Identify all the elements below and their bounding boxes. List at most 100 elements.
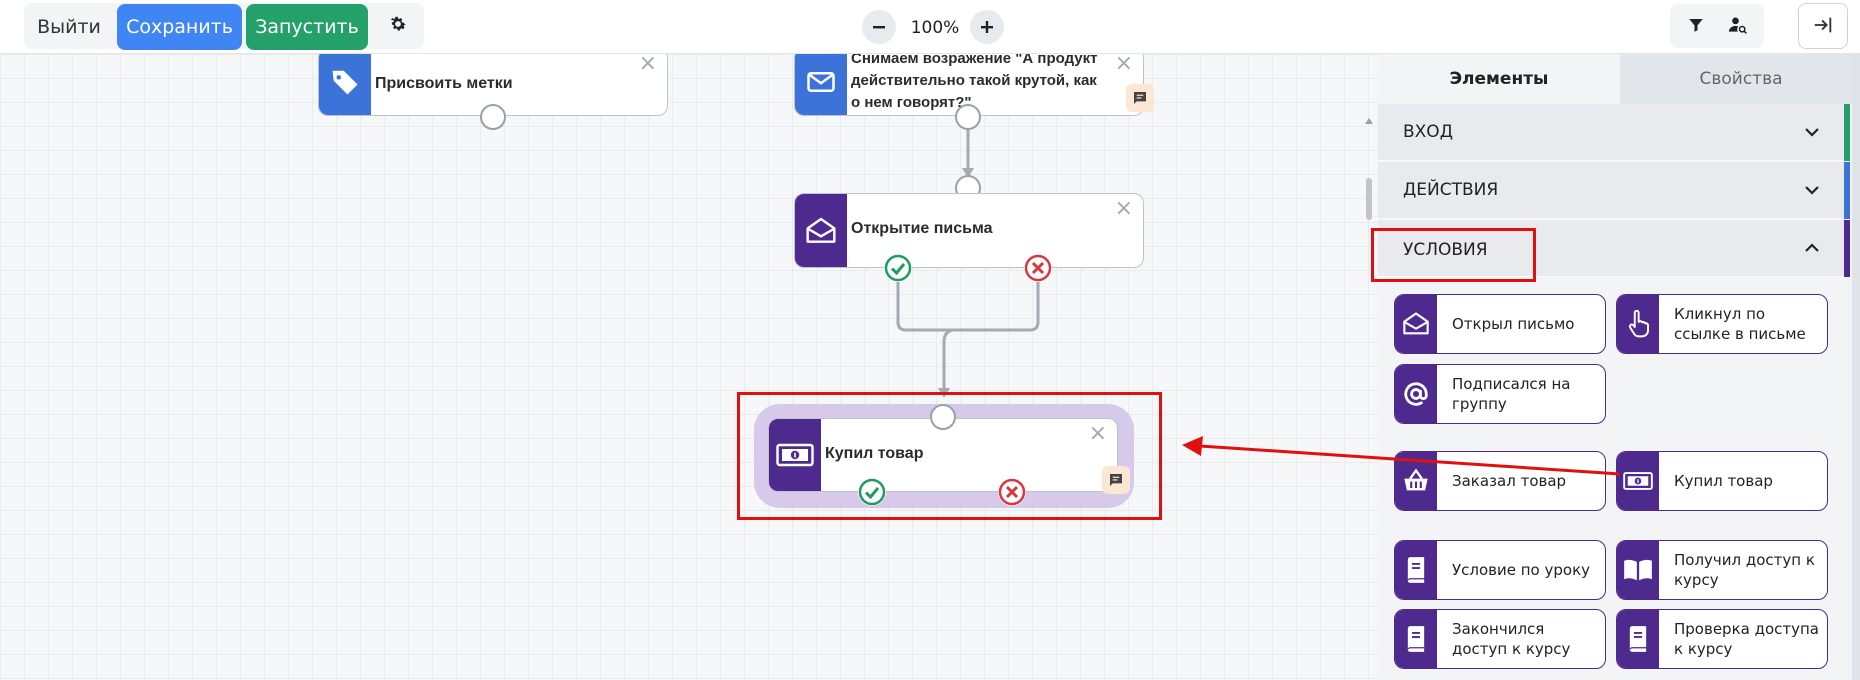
condition-clicked-link[interactable]: Кликнул по ссылке в письме bbox=[1616, 294, 1828, 354]
run-button[interactable]: Запустить bbox=[246, 4, 368, 50]
open-book-icon bbox=[1624, 559, 1652, 581]
pointer-hand-icon bbox=[1628, 310, 1649, 338]
user-search-icon bbox=[1728, 17, 1747, 34]
zoom-in-button[interactable] bbox=[970, 10, 1004, 44]
node-input-port[interactable] bbox=[930, 404, 956, 430]
node-icon-box bbox=[795, 54, 847, 115]
banknote-icon bbox=[1623, 472, 1653, 490]
card-icon-box bbox=[1395, 452, 1437, 510]
user-search-button[interactable] bbox=[1720, 8, 1756, 44]
card-label: Заказал товар bbox=[1452, 472, 1567, 490]
node-title: Купил товар bbox=[825, 445, 924, 462]
chevron-down-icon bbox=[1805, 128, 1819, 137]
book-icon bbox=[1407, 626, 1425, 652]
envelope-open-icon bbox=[806, 217, 836, 243]
envelope-icon bbox=[807, 72, 835, 92]
zoom-level: 100% bbox=[910, 18, 960, 38]
node-comment-button[interactable] bbox=[1126, 84, 1154, 112]
envelope-open-icon bbox=[1403, 312, 1429, 335]
node-close-button[interactable]: × bbox=[1114, 196, 1133, 221]
node-icon-box bbox=[795, 194, 847, 267]
section-entry[interactable]: ВХОД bbox=[1378, 104, 1850, 161]
plus-icon bbox=[981, 21, 993, 33]
condition-ordered-product[interactable]: Заказал товар bbox=[1394, 451, 1606, 511]
elements-sidebar: Элементы Свойства ВХОД ДЕЙСТВИЯ УСЛОВИЯ … bbox=[1378, 54, 1860, 680]
collapse-sidebar-button[interactable] bbox=[1798, 3, 1848, 49]
comment-icon bbox=[1110, 474, 1122, 486]
node-bought-product[interactable]: Купил товар × bbox=[768, 418, 1118, 492]
save-button[interactable]: Сохранить bbox=[117, 4, 242, 50]
condition-got-course-access[interactable]: Получил доступ к курсу bbox=[1616, 540, 1828, 600]
check-circle-icon bbox=[858, 478, 886, 506]
condition-course-access-ended[interactable]: Закончился доступ к курсу bbox=[1394, 609, 1606, 669]
card-icon-box bbox=[1617, 295, 1659, 353]
card-icon-box bbox=[1617, 541, 1659, 599]
condition-subscribed-group[interactable]: Подписался на группу bbox=[1394, 364, 1606, 424]
section-label: ВХОД bbox=[1403, 122, 1453, 142]
sidebar-scrollbar[interactable] bbox=[1852, 54, 1860, 680]
basket-icon bbox=[1404, 468, 1428, 491]
node-yes-port[interactable] bbox=[858, 478, 886, 506]
canvas-scrollbar[interactable] bbox=[1364, 116, 1374, 676]
at-icon bbox=[1404, 382, 1428, 406]
condition-lesson[interactable]: Условие по уроку bbox=[1394, 540, 1606, 600]
minus-icon bbox=[873, 26, 885, 29]
node-comment-button[interactable] bbox=[1102, 466, 1130, 494]
card-label: Условие по уроку bbox=[1452, 561, 1591, 579]
top-toolbar: Выйти Сохранить Запустить 100% bbox=[0, 0, 1860, 54]
card-icon-box bbox=[1617, 452, 1659, 510]
node-output-port[interactable] bbox=[955, 104, 981, 130]
highlight-box-conditions bbox=[1371, 228, 1536, 282]
node-icon-box bbox=[319, 54, 371, 115]
card-label: Проверка доступа к курсу bbox=[1674, 620, 1819, 658]
x-circle-icon bbox=[1024, 254, 1052, 282]
section-color-bar bbox=[1844, 162, 1850, 219]
book-icon bbox=[1629, 626, 1647, 652]
card-label: Купил товар bbox=[1674, 472, 1773, 490]
card-icon-box bbox=[1395, 365, 1437, 423]
book-icon bbox=[1407, 557, 1425, 583]
flow-canvas[interactable]: Присвоить метки × Снимаем возражение "А … bbox=[0, 54, 1378, 680]
banknote-icon bbox=[776, 443, 814, 467]
node-title: Открытие письма bbox=[851, 220, 993, 237]
node-close-button[interactable]: × bbox=[1088, 421, 1107, 446]
check-circle-icon bbox=[884, 254, 912, 282]
tag-icon bbox=[332, 70, 358, 95]
card-icon-box bbox=[1395, 295, 1437, 353]
card-label: Закончился доступ к курсу bbox=[1452, 620, 1571, 658]
card-icon-box bbox=[1617, 610, 1659, 668]
node-email-opened[interactable]: Открытие письма × bbox=[794, 193, 1144, 268]
node-close-button[interactable]: × bbox=[638, 54, 657, 76]
filter-icon bbox=[1689, 18, 1703, 32]
section-label: УСЛОВИЯ bbox=[1403, 240, 1488, 260]
zoom-out-button[interactable] bbox=[862, 10, 896, 44]
section-label: ДЕЙСТВИЯ bbox=[1403, 180, 1499, 200]
card-icon-box bbox=[1395, 541, 1437, 599]
node-close-button[interactable]: × bbox=[1114, 54, 1133, 76]
tab-elements[interactable]: Элементы bbox=[1378, 54, 1620, 104]
filter-button[interactable] bbox=[1678, 8, 1714, 44]
card-label: Кликнул по ссылке в письме bbox=[1674, 305, 1806, 343]
gear-icon bbox=[390, 16, 406, 31]
node-yes-port[interactable] bbox=[884, 254, 912, 282]
node-output-port[interactable] bbox=[480, 104, 506, 130]
node-no-port[interactable] bbox=[1024, 254, 1052, 282]
condition-course-access-check[interactable]: Проверка доступа к курсу bbox=[1616, 609, 1828, 669]
chevron-down-icon bbox=[1805, 186, 1819, 195]
chevron-up-icon bbox=[1805, 243, 1819, 252]
card-icon-box bbox=[1395, 610, 1437, 668]
tab-properties[interactable]: Свойства bbox=[1620, 54, 1860, 104]
settings-button[interactable] bbox=[377, 4, 419, 50]
node-no-port[interactable] bbox=[998, 478, 1026, 506]
condition-opened-email[interactable]: Открыл письмо bbox=[1394, 294, 1606, 354]
right-tool-group bbox=[1670, 4, 1764, 48]
card-label: Подписался на группу bbox=[1452, 375, 1571, 413]
exit-button[interactable]: Выйти bbox=[26, 4, 112, 50]
node-icon-box bbox=[769, 419, 821, 491]
section-color-bar bbox=[1844, 220, 1850, 277]
condition-bought-product[interactable]: Купил товар bbox=[1616, 451, 1828, 511]
section-color-bar bbox=[1844, 104, 1850, 161]
collapse-right-icon bbox=[1814, 17, 1832, 32]
section-actions[interactable]: ДЕЙСТВИЯ bbox=[1378, 162, 1850, 219]
node-title: Снимаем возражение "А продукт действител… bbox=[851, 54, 1098, 111]
